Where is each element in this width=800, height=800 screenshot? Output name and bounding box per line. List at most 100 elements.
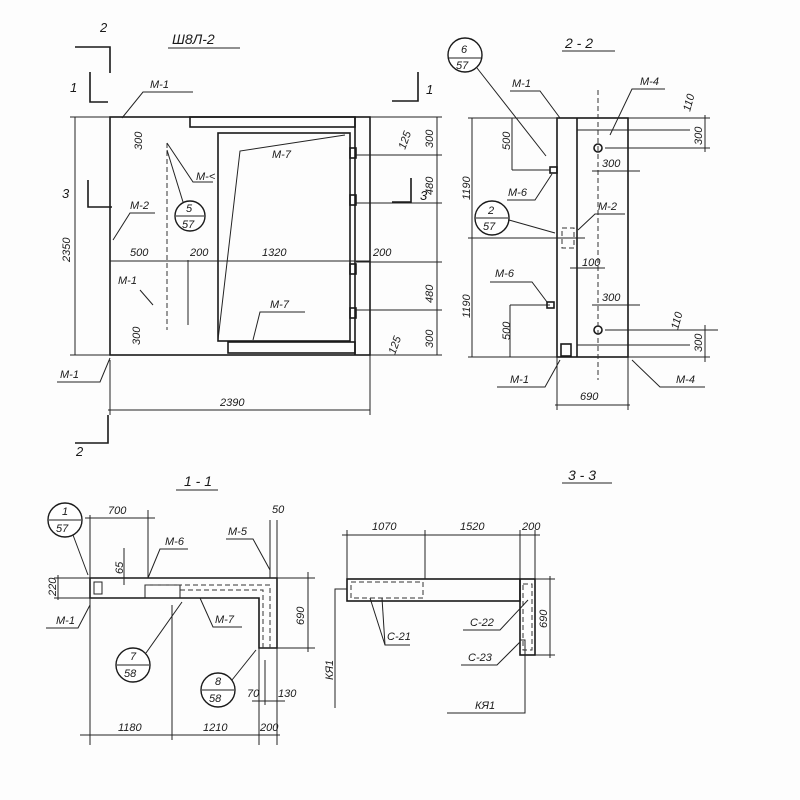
label-m6: М-6: [508, 187, 528, 199]
dim-1070: 1070: [372, 521, 397, 533]
dim-125: 125: [387, 334, 405, 356]
plate-m1: [93, 581, 103, 595]
bubble-bottom: 57: [182, 219, 195, 231]
section-3-3: 3 - 3 1070 1520 200 690 КЯ1 КЯ1 С-21 С-2…: [324, 467, 612, 714]
leader-line: [226, 538, 271, 571]
leader-line: [510, 90, 561, 119]
label-c21: С-21: [387, 631, 411, 643]
bubble-top: 8: [215, 676, 222, 688]
label-m1: М-1: [56, 615, 75, 627]
section-mark-line: [392, 178, 412, 203]
section-markers: 2 1 1 3 3 2: [62, 20, 433, 459]
label-kya1: КЯ1: [324, 660, 336, 680]
dim-1180: 1180: [118, 722, 143, 734]
dim-110: 110: [681, 92, 697, 113]
section-title: 3 - 3: [568, 467, 596, 483]
section-1-1: 1 - 1 700 65 50 220 690 70 130 1180 1210…: [46, 473, 315, 745]
label-m2: М-2: [130, 200, 149, 212]
section-2-2: 2 - 2 1190 1190 500 500 300 300 300 11: [447, 35, 718, 410]
label-m4: М-4: [676, 374, 695, 386]
dim-65: 65: [114, 561, 126, 574]
leader-line: [112, 212, 155, 241]
dim-200: 200: [189, 247, 209, 259]
section-mark-line: [89, 72, 108, 103]
dim-300: 300: [131, 326, 143, 345]
detail-bubble-6-57: 6 57: [447, 37, 547, 157]
leader-line: [497, 359, 561, 388]
label-m6: М-6: [165, 536, 185, 548]
section-mark-2-bottom: 2: [75, 444, 84, 459]
leader-line: [490, 281, 548, 303]
dim-690: 690: [538, 609, 550, 628]
wall-outline: [519, 578, 536, 656]
dim-300: 300: [693, 333, 705, 352]
label-m5: М-5: [228, 526, 248, 538]
label-m2: М-2: [598, 201, 617, 213]
plan-title: Ш8Л-2: [172, 31, 215, 47]
bubble-bottom: 57: [56, 523, 69, 535]
bubble-top: 5: [186, 203, 193, 215]
dim-480: 480: [424, 284, 436, 303]
section-outline: [89, 577, 278, 649]
bottom-beam: [227, 341, 356, 354]
bubble-bottom: 57: [483, 221, 496, 233]
leader-line: [381, 597, 386, 646]
dim-200: 200: [372, 247, 392, 259]
dim-130: 130: [278, 688, 297, 700]
door-opening: [217, 132, 351, 342]
embedded-plate: [349, 147, 357, 159]
label-m6: М-6: [495, 268, 515, 280]
section-title: 1 - 1: [184, 473, 212, 489]
dim-125: 125: [397, 129, 415, 151]
dim-300: 300: [424, 329, 436, 348]
rebar-m7: [145, 584, 271, 648]
leader-line: [57, 357, 111, 383]
leader-line: [166, 142, 213, 183]
bubble-bottom: 57: [456, 60, 469, 72]
section-mark-2-top: 2: [99, 20, 108, 35]
section-mark-line: [87, 180, 112, 208]
label-m1: М-1: [510, 374, 529, 386]
dim-500: 500: [501, 131, 513, 150]
leader-line: [577, 213, 625, 231]
rebar-c22: [522, 583, 533, 651]
section-mark-1-right: 1: [426, 82, 433, 97]
detail-bubble-7-58: 7 58: [115, 601, 183, 683]
plate-m6: [549, 166, 558, 174]
dim-500: 500: [130, 247, 149, 259]
section-mark-line: [392, 72, 419, 102]
detail-bubble-2-57: 2 57: [474, 200, 556, 236]
dim-width: 2390: [219, 397, 245, 409]
dim-1520: 1520: [460, 521, 485, 533]
dim-480: 480: [424, 176, 436, 195]
dim-1190: 1190: [461, 293, 473, 318]
section-cut-line: [447, 639, 526, 714]
leader-line: [631, 359, 705, 388]
label-m7: М-7: [215, 614, 235, 626]
plate-m1: [560, 343, 572, 357]
dim-700: 700: [108, 505, 127, 517]
section-mark-line: [75, 415, 109, 444]
dim-500: 500: [501, 321, 513, 340]
label-m1: М-1: [60, 369, 79, 381]
dim-1190: 1190: [461, 175, 473, 200]
label-m4: М-4: [640, 76, 659, 88]
section-cut-line: [334, 588, 347, 708]
leader-line: [252, 311, 305, 341]
dim-300: 300: [602, 158, 621, 170]
rebar-m5: [180, 589, 264, 648]
dim-200: 200: [521, 521, 541, 533]
dim-690: 690: [295, 606, 307, 625]
bubble-top: 6: [461, 44, 468, 56]
leader-line: [121, 91, 193, 119]
detail-bubble-8-58: 8 58: [200, 649, 257, 708]
label-m: М-<: [196, 171, 216, 183]
bubble-top: 2: [487, 205, 494, 217]
plate-m6: [546, 301, 555, 309]
section-title: 2 - 2: [564, 35, 593, 51]
dim-height: 2350: [61, 237, 73, 263]
bubble-bottom: 58: [209, 693, 222, 705]
leader-m7: [217, 134, 346, 341]
